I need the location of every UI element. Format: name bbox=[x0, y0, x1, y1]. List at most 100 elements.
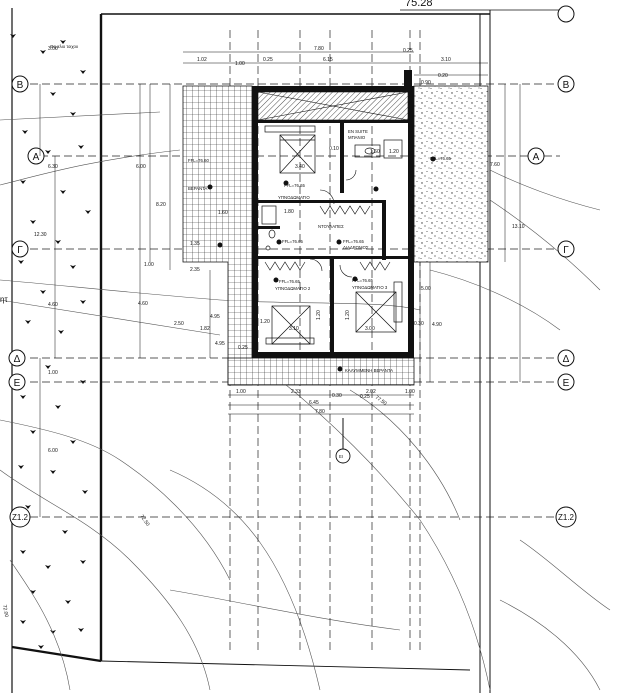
bottom-veranda-label: ΚΑΛΥΜΜΕΝΗ ΒΕΡΑΝΤΑ bbox=[345, 368, 393, 373]
right-level: FFL=76.65 bbox=[430, 156, 452, 161]
svg-text:4.60: 4.60 bbox=[48, 302, 58, 308]
interior-walls bbox=[258, 120, 408, 352]
svg-text:6.45: 6.45 bbox=[309, 400, 319, 406]
svg-text:1.00: 1.00 bbox=[405, 389, 415, 395]
svg-text:ΕΙ: ΕΙ bbox=[339, 454, 343, 459]
svg-text:B: B bbox=[17, 80, 24, 91]
svg-text:0.10: 0.10 bbox=[329, 146, 339, 152]
left-edge-text: ητ bbox=[0, 295, 8, 304]
en-suite-bathroom bbox=[354, 139, 403, 159]
wc-fixtures bbox=[261, 205, 277, 251]
wc-level: FFL=76.65 bbox=[282, 239, 304, 244]
master-room-name: ΥΠΝΟΔΩΜΑΤΙΟ bbox=[278, 195, 310, 200]
axis-bubble-a-right: A bbox=[527, 147, 545, 165]
corridor-level: FFL=76.65 bbox=[343, 239, 365, 244]
svg-text:0.30: 0.30 bbox=[414, 321, 424, 327]
axis-bubble-z-left: Z1.2 bbox=[9, 506, 31, 528]
svg-text:1.00: 1.00 bbox=[48, 370, 58, 376]
svg-text:3.10: 3.10 bbox=[441, 57, 451, 63]
wardrobes-zigzag bbox=[264, 205, 391, 271]
svg-text:0.25: 0.25 bbox=[263, 57, 273, 63]
svg-text:5.00: 5.00 bbox=[421, 286, 431, 292]
svg-text:Z1.2: Z1.2 bbox=[558, 513, 575, 522]
svg-text:1.82: 1.82 bbox=[200, 326, 210, 332]
svg-text:1.20: 1.20 bbox=[389, 149, 399, 155]
en-suite-label-1: EN SUITE bbox=[348, 129, 368, 134]
terrain-contours bbox=[0, 111, 611, 691]
master-area: 3.40 bbox=[295, 164, 305, 170]
svg-text:6.00: 6.00 bbox=[48, 448, 58, 454]
axis-bubble-d-left: Δ bbox=[8, 349, 26, 367]
contour-label-1: 72.50 bbox=[138, 514, 150, 528]
svg-text:Γ: Γ bbox=[563, 245, 569, 256]
svg-text:1.00: 1.00 bbox=[144, 262, 154, 268]
en-suite-label-2: ΜΠΑΝΙΟ bbox=[348, 135, 366, 140]
left-veranda-level: FFL=76.60 bbox=[188, 158, 210, 163]
svg-text:4.95: 4.95 bbox=[210, 314, 220, 320]
contour-label-2: 72.00 bbox=[1, 604, 9, 618]
axis-bubble-d-right: Δ bbox=[557, 349, 575, 367]
svg-text:Γ: Γ bbox=[17, 245, 23, 256]
axis-bubble-g-right: Γ bbox=[557, 240, 575, 258]
svg-text:12.30: 12.30 bbox=[34, 232, 47, 238]
dimension-lines bbox=[39, 51, 521, 517]
bedroom-3-bed bbox=[355, 281, 403, 333]
svg-text:2.33: 2.33 bbox=[291, 389, 301, 395]
wardrobe-label: ΝΤΟΥΛΑΠΕΣ bbox=[318, 224, 344, 229]
corridor-name: ΔΙΑΔΡΟΜΟΣ bbox=[343, 245, 369, 250]
svg-text:Δ: Δ bbox=[14, 354, 21, 365]
svg-text:7.80: 7.80 bbox=[315, 409, 325, 415]
svg-text:1.02: 1.02 bbox=[197, 57, 207, 63]
master-bed bbox=[264, 125, 316, 174]
parcel-note: Θεμελιο τοιχου bbox=[50, 44, 79, 49]
top-axis-bubble bbox=[557, 5, 575, 23]
svg-text:0.25: 0.25 bbox=[238, 345, 248, 351]
svg-text:1.60: 1.60 bbox=[370, 149, 380, 155]
svg-text:Δ: Δ bbox=[563, 354, 570, 365]
svg-text:6.15: 6.15 bbox=[323, 57, 333, 63]
landscape-tree-symbols bbox=[10, 34, 91, 649]
svg-text:3.00: 3.00 bbox=[48, 46, 58, 52]
dimension-labels: 7.80 6.15 1.02 1.00 0.25 3.10 0.25 0.90 … bbox=[34, 46, 525, 454]
svg-text:1.00: 1.00 bbox=[236, 389, 246, 395]
bed2-area: 3.10 bbox=[289, 326, 299, 332]
svg-text:4.95: 4.95 bbox=[215, 341, 225, 347]
svg-text:1.00: 1.00 bbox=[235, 61, 245, 67]
svg-text:1.20: 1.20 bbox=[260, 319, 270, 325]
svg-text:0.25: 0.25 bbox=[403, 48, 413, 54]
svg-text:4.60: 4.60 bbox=[138, 301, 148, 307]
svg-text:0.25: 0.25 bbox=[360, 394, 370, 400]
axis-bubble-b-left: B bbox=[11, 75, 29, 93]
svg-text:8.20: 8.20 bbox=[156, 202, 166, 208]
bed3-level: FFL=76.65 bbox=[352, 278, 374, 283]
exterior-walls bbox=[252, 70, 414, 358]
svg-text:E: E bbox=[14, 378, 21, 389]
bed2-room-name: ΥΠΝΟΔΩΜΑΤΙΟ 2 bbox=[275, 286, 311, 291]
svg-text:A: A bbox=[33, 152, 40, 163]
svg-text:1.20: 1.20 bbox=[345, 310, 351, 320]
bed2-level: FFL=76.65 bbox=[279, 279, 301, 284]
bedroom-2-bed bbox=[265, 305, 315, 345]
svg-text:E: E bbox=[563, 378, 570, 389]
axis-bubble-e-left: E bbox=[8, 373, 26, 391]
svg-text:6.00: 6.00 bbox=[136, 164, 146, 170]
svg-text:1.60: 1.60 bbox=[218, 210, 228, 216]
svg-text:2.35: 2.35 bbox=[190, 267, 200, 273]
master-level: FFL=76.65 bbox=[284, 183, 306, 188]
svg-text:7.60: 7.60 bbox=[490, 162, 500, 168]
axis-bubble-b-right: B bbox=[557, 75, 575, 93]
left-veranda-label: ΒΕΡΑΝΤΑ bbox=[188, 186, 208, 191]
axis-bubble-g-left: Γ bbox=[11, 240, 29, 258]
svg-text:0.20: 0.20 bbox=[438, 73, 448, 79]
svg-text:1.80: 1.80 bbox=[284, 209, 294, 215]
svg-text:1.20: 1.20 bbox=[316, 310, 322, 320]
bed3-area: 3.00 bbox=[365, 326, 375, 332]
svg-text:Z1.2: Z1.2 bbox=[12, 513, 29, 522]
axis-bubble-a-left: A bbox=[27, 147, 45, 165]
svg-text:2.50: 2.50 bbox=[174, 321, 184, 327]
axis-bubble-e-right: E bbox=[557, 373, 575, 391]
svg-text:0.90: 0.90 bbox=[421, 80, 431, 86]
svg-text:1.35: 1.35 bbox=[190, 241, 200, 247]
svg-text:B: B bbox=[563, 80, 570, 91]
